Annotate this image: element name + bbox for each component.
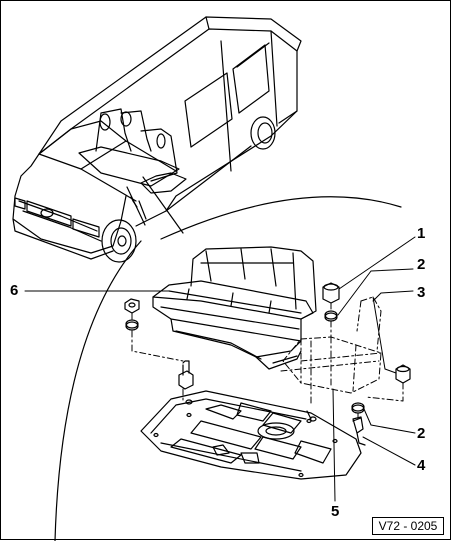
- callout-label-1: 1: [417, 225, 426, 242]
- magnify-callout: [54, 176, 402, 541]
- figure-code: V72 - 0205: [372, 517, 444, 535]
- floor-plate: [140, 390, 362, 480]
- fasteners: [124, 282, 411, 446]
- callout-label-6: 6: [10, 282, 19, 299]
- van-illustration: [12, 16, 302, 263]
- bench-seat: [152, 246, 317, 370]
- callout-label-5: 5: [331, 503, 340, 520]
- callout-label-4: 4: [417, 457, 426, 474]
- callout-label-2-bottom: 2: [417, 425, 426, 442]
- assembly-lines: [131, 296, 404, 420]
- callout-label-3: 3: [417, 284, 426, 301]
- callout-label-2-top: 2: [417, 256, 426, 273]
- leader-lines: [24, 236, 416, 502]
